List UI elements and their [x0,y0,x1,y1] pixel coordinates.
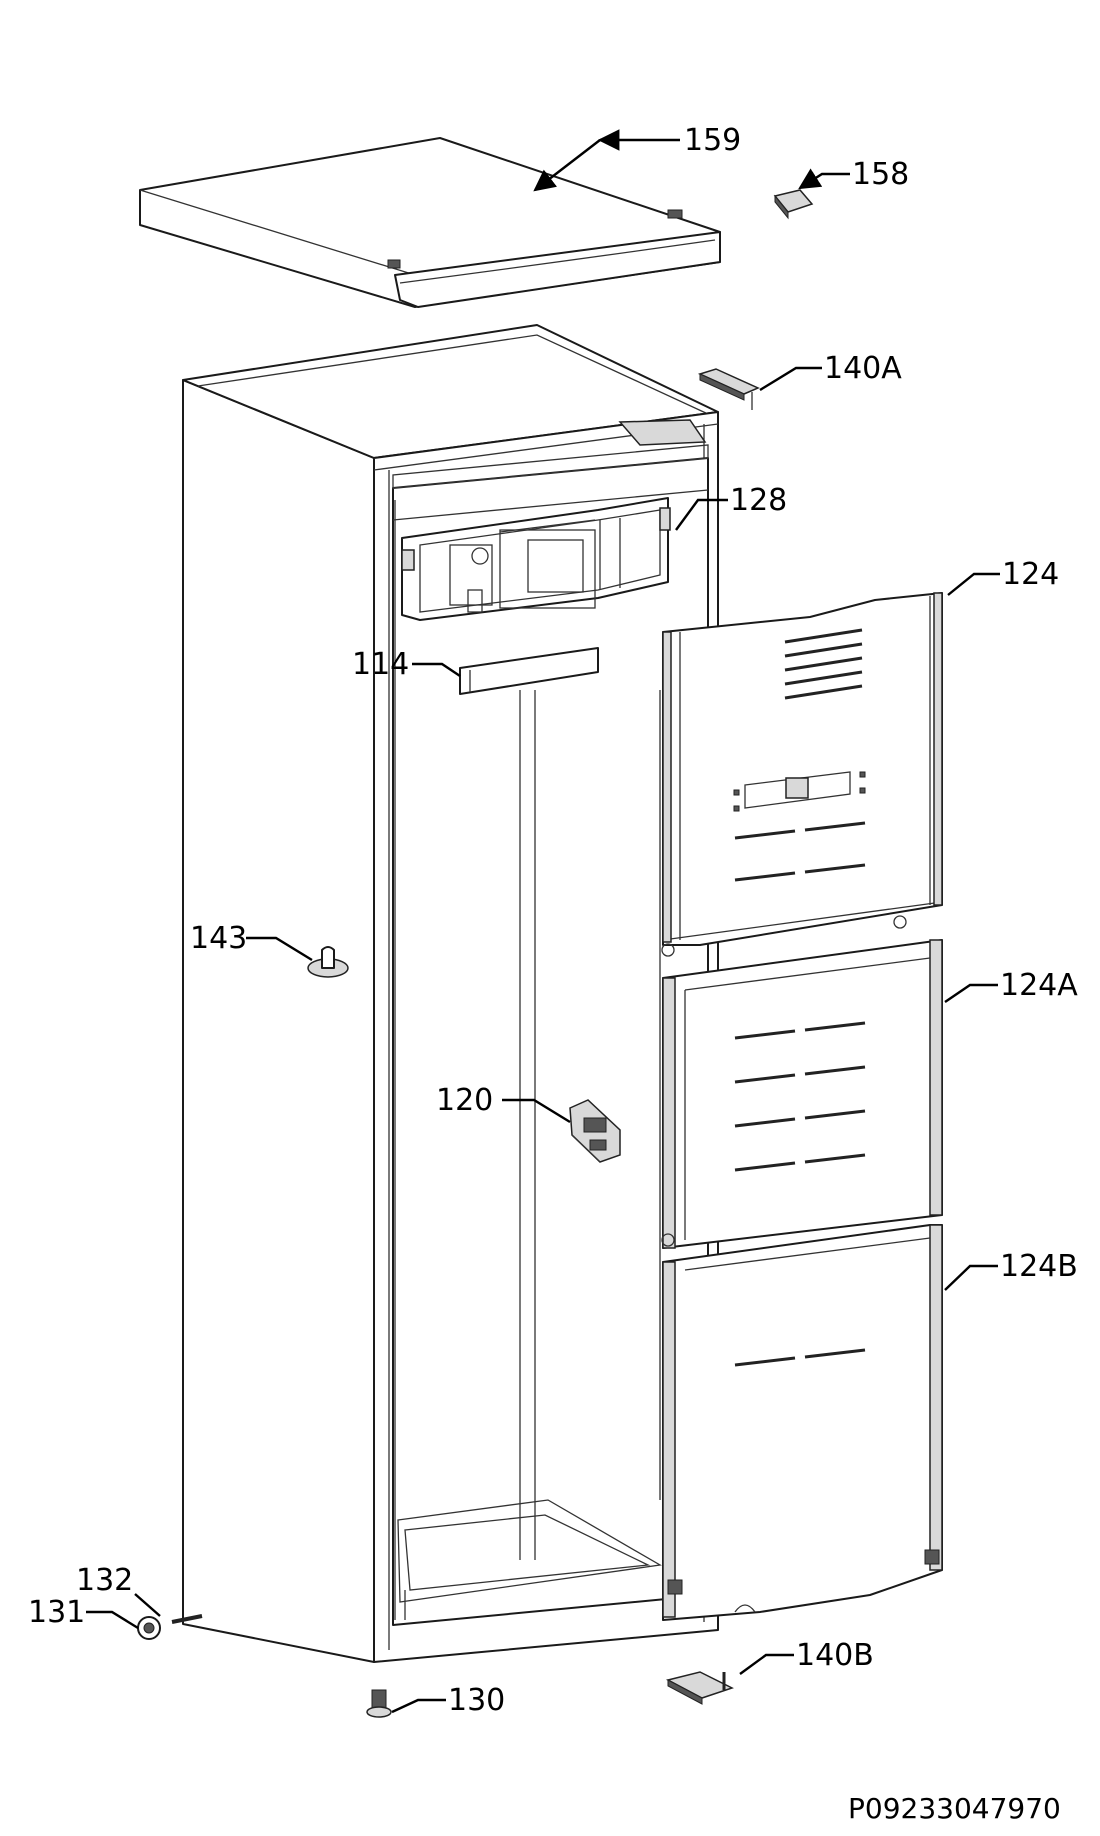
leader-line-114 [412,662,461,677]
bottom-hinge-part-140B [665,1671,734,1705]
wheel-part-131 [137,1616,161,1640]
middle-drawer-panel-part-124A [661,939,943,1249]
leader-line-124A [944,983,998,1003]
cabinet-body [182,324,719,1663]
leader-line-130 [391,1698,446,1714]
hinge-cover-part-143 [307,946,349,978]
drawing-code: P09233047970 [848,1792,1061,1825]
callout-140A: 140A [824,351,902,386]
callout-120: 120 [436,1083,493,1118]
leader-line-158 [798,168,850,190]
top-hinge-part-140A [697,368,760,410]
callout-131: 131 [28,1595,85,1630]
bracket-part-120 [569,1099,621,1163]
leader-line-140A [759,366,822,392]
leader-line-159b [533,139,601,192]
pin-part-132 [171,1614,203,1624]
callout-140B: 140B [796,1638,874,1673]
leader-line-140B [739,1653,794,1675]
leader-line-131 [86,1610,139,1630]
callout-130: 130 [448,1683,505,1718]
leader-line-124 [947,572,1000,596]
callout-132: 132 [76,1563,133,1598]
upper-drawer-panel-part-124 [661,592,943,957]
callout-159: 159 [684,123,741,158]
callout-124: 124 [1002,557,1059,592]
callout-158: 158 [852,157,909,192]
adjustable-foot-part-130 [366,1689,392,1718]
control-housing-part-128 [401,497,671,621]
callout-128: 128 [730,483,787,518]
leader-line-128 [675,498,728,531]
leader-line-124B [944,1264,998,1291]
callout-143: 143 [190,921,247,956]
callout-124B: 124B [1000,1249,1078,1284]
leader-line-120 [502,1098,571,1124]
leader-line-143 [246,936,313,962]
leader-line-132 [134,1593,161,1617]
top-cover-part-159 [139,137,721,308]
lower-drawer-panel-part-124B [662,1224,943,1621]
callout-114: 114 [352,647,409,682]
cap-part-158 [773,189,814,220]
callout-124A: 124A [1000,968,1078,1003]
light-cover-part-114 [459,647,599,695]
